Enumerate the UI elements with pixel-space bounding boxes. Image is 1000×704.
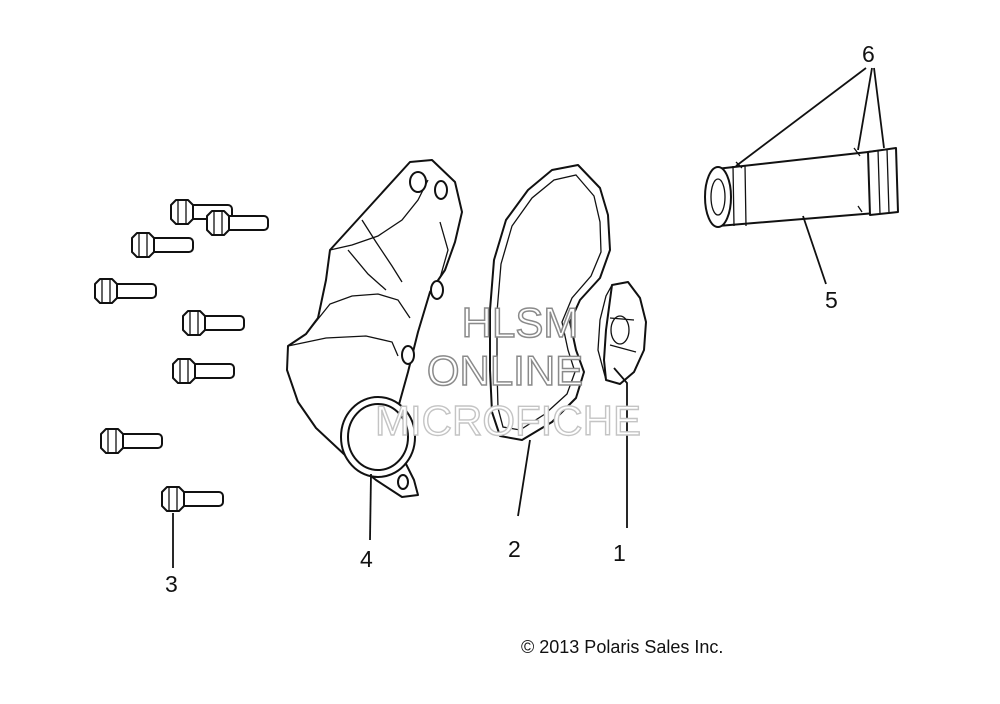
bolt	[94, 278, 157, 304]
bolt	[182, 310, 245, 336]
callout-4: 4	[360, 546, 373, 572]
coolant-pipe	[704, 147, 899, 228]
bolt-group	[94, 199, 269, 512]
leader-lines	[172, 67, 885, 568]
watermark: HLSM ONLINE MICROFICHE	[374, 298, 641, 444]
watermark-line-2: ONLINE	[427, 347, 583, 394]
watermark-line-3: MICROFICHE	[375, 397, 641, 444]
copyright-notice: © 2013 Polaris Sales Inc.	[521, 637, 723, 657]
leader-line-5	[802, 215, 827, 285]
leader-line-2	[517, 439, 531, 517]
leader-line-1	[613, 367, 628, 528]
bolt	[172, 358, 235, 384]
water-pump-cover	[286, 159, 463, 498]
bolt	[131, 232, 194, 258]
impeller	[597, 281, 647, 385]
callout-2: 2	[508, 536, 521, 562]
watermark-line-1: HLSM	[462, 299, 579, 346]
leader-line-6c	[873, 67, 885, 149]
bolt	[100, 428, 163, 454]
gasket	[489, 164, 611, 441]
leader-line-6a	[735, 67, 867, 167]
bolt	[161, 486, 224, 512]
bolt	[170, 199, 233, 225]
leader-line-4	[369, 473, 372, 541]
callout-3: 3	[165, 571, 178, 597]
callout-labels: 1 2 3 4 5 6	[165, 41, 875, 597]
callout-1: 1	[613, 540, 626, 566]
leader-line-6b	[857, 67, 873, 151]
callout-5: 5	[825, 287, 838, 313]
callout-6: 6	[862, 41, 875, 67]
bolt	[206, 210, 269, 236]
